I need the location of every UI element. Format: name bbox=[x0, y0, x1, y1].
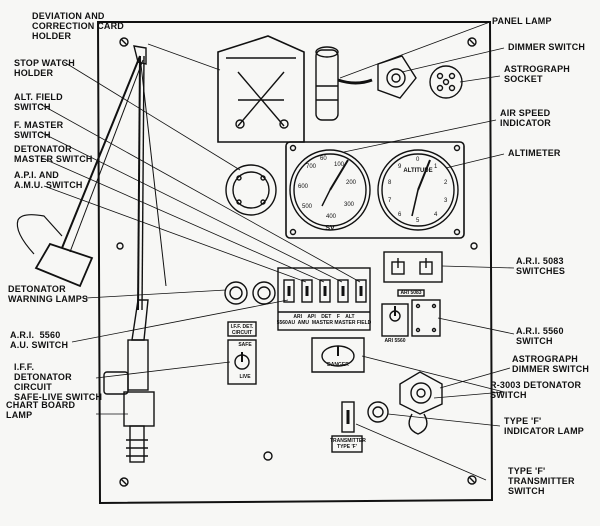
dimmer-switch bbox=[377, 55, 417, 99]
label-detonator-master-switch: DETONATOR MASTER SWITCH bbox=[14, 144, 93, 164]
altimeter-numeral: 1 bbox=[434, 164, 438, 170]
danger-plate bbox=[311, 337, 365, 373]
live-text: LIVE bbox=[239, 374, 251, 380]
altimeter-numeral: 2 bbox=[444, 180, 448, 186]
altimeter-numeral: 9 bbox=[398, 164, 402, 170]
panel-screws bbox=[116, 37, 478, 487]
altimeter-face-text: ALTITUDE bbox=[403, 168, 433, 174]
type-f-indicator-lamp bbox=[367, 401, 389, 423]
label-r3003-detonator-switch: R-3003 DETONATOR SWITCH bbox=[490, 380, 582, 400]
type-f-transmitter-switch bbox=[331, 401, 363, 453]
altimeter-numeral: 0 bbox=[416, 157, 420, 163]
label-stop-watch-holder: STOP WATCH HOLDER bbox=[14, 58, 76, 78]
panel-lamp bbox=[315, 46, 373, 121]
ari-5083-plate-text: ARI 5083 bbox=[400, 290, 422, 296]
label-astrograph-socket: ASTROGRAPH SOCKET bbox=[504, 64, 571, 84]
astrograph-socket bbox=[429, 65, 463, 99]
label-ari-5560-au-switch: A.R.I. 5560 A.U. SWITCH bbox=[10, 330, 69, 350]
label-type-f-indicator-lamp: TYPE 'F' INDICATOR LAMP bbox=[504, 416, 584, 436]
label-iff-detonator-switch: I.F.F. DETONATOR CIRCUIT SAFE-LIVE SWITC… bbox=[14, 362, 103, 402]
altimeter-numeral: 4 bbox=[434, 212, 438, 218]
asi-numeral: 500 bbox=[302, 204, 313, 210]
asi-mark-text: SV bbox=[325, 225, 335, 232]
panel-outline bbox=[96, 21, 494, 505]
label-alt-field-switch: ALT. FIELD SWITCH bbox=[14, 92, 63, 112]
stop-watch-holder bbox=[225, 164, 277, 216]
instrument-cluster bbox=[285, 141, 465, 239]
label-chart-board-lamp: CHART BOARD LAMP bbox=[6, 400, 76, 420]
asi-numeral: 300 bbox=[344, 202, 355, 208]
danger-plate-text: DANGER bbox=[327, 362, 349, 368]
label-f-master-switch: F. MASTER SWITCH bbox=[14, 120, 64, 140]
leader-lines bbox=[39, 21, 515, 481]
astrograph-dimmer bbox=[399, 371, 443, 435]
label-altimeter: ALTIMETER bbox=[508, 148, 561, 158]
label-ari-5083-switches: A.R.I. 5083 SWITCHES bbox=[516, 256, 566, 276]
switch-row-plate-text: ARI API DET F ALT 5560AU AMU MASTER MAST… bbox=[276, 314, 372, 326]
asi-numeral: 700 bbox=[306, 164, 317, 170]
warning-lamps bbox=[224, 281, 276, 305]
label-deviation-card-holder: DEVIATION AND CORRECTION CARD HOLDER bbox=[32, 11, 124, 41]
label-ari-5560-switch: A.R.I. 5560 SWITCH bbox=[516, 326, 564, 346]
altimeter-numeral: 7 bbox=[388, 198, 392, 204]
label-panel-lamp: PANEL LAMP bbox=[492, 16, 552, 26]
altimeter-numeral: 6 bbox=[398, 212, 402, 218]
asi-numeral: 400 bbox=[326, 214, 337, 220]
chart-board-lamp-arm bbox=[16, 45, 167, 463]
label-air-speed-indicator: AIR SPEED INDICATOR bbox=[500, 108, 551, 128]
asi-numeral: 600 bbox=[298, 184, 309, 190]
label-type-f-transmitter-switch: TYPE 'F' TRANSMITTER SWITCH bbox=[508, 466, 575, 496]
altimeter-numeral: 3 bbox=[444, 198, 448, 204]
toggle-switch-row bbox=[277, 267, 371, 331]
altimeter-numeral: 5 bbox=[416, 218, 420, 224]
safe-text: SAFE bbox=[238, 342, 252, 348]
asi-numeral: 200 bbox=[346, 180, 357, 186]
label-dimmer-switch: DIMMER SWITCH bbox=[508, 42, 586, 52]
transmitter-plate-text: TRANSMITTER TYPE 'F' bbox=[330, 438, 366, 450]
ari-5560-switch bbox=[381, 299, 441, 337]
ari-5083-plate bbox=[383, 251, 443, 297]
asi-numeral: 60 bbox=[320, 156, 327, 162]
label-detonator-warning-lamps: DETONATOR WARNING LAMPS bbox=[8, 284, 89, 304]
card-holder bbox=[217, 35, 305, 143]
ari-5560-plate-text: ARI 5560 bbox=[384, 338, 406, 344]
asi-numeral: 100 bbox=[334, 162, 345, 168]
altimeter-numeral: 8 bbox=[388, 180, 392, 186]
iff-plate-text: I.F.F. DET. CIRCUIT bbox=[230, 324, 254, 336]
label-astrograph-dimmer-switch: ASTROGRAPH DIMMER SWITCH bbox=[512, 354, 590, 374]
label-api-amu-switch: A.P.I. AND A.M.U. SWITCH bbox=[14, 170, 83, 190]
